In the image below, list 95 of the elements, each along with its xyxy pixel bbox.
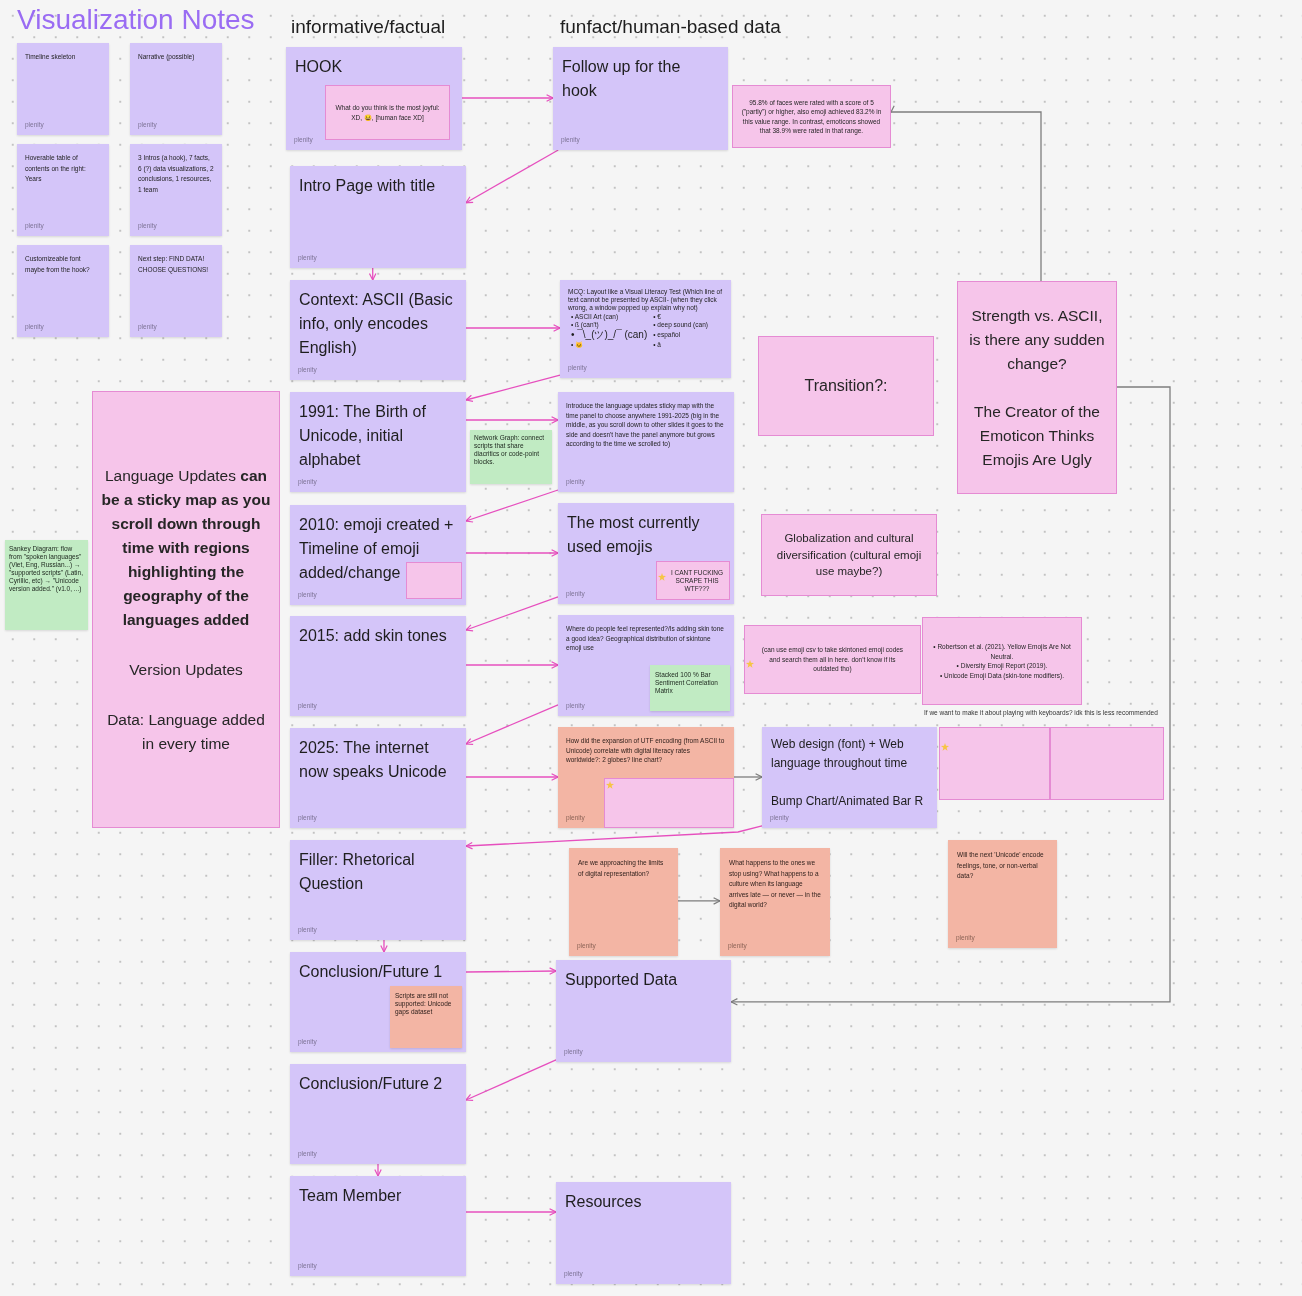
sticky-note [290,616,466,716]
sticky-note [720,848,830,956]
note-title: The Creator of the Emoticon Thinks Emojis Are Ugly [973,401,1101,470]
sticky-note [290,1176,466,1276]
arrow [465,416,559,424]
arrow [465,704,559,746]
arrow [368,267,377,281]
sticky-note [290,505,466,605]
note-title: 2010: emoji created + Timeline of emoji added/change [299,515,455,583]
note-title: Data: Language added in every time [106,709,266,754]
sticky-note [5,540,88,630]
sticky-note [290,728,466,828]
list-item: • ¯\_(ツ)_/¯ (can) [571,329,648,341]
arrow [465,324,561,332]
sticky-note [558,615,734,716]
arrow [465,1208,557,1216]
sticky-note [762,727,937,828]
sticky-note [290,166,466,268]
sticky-note [286,47,462,150]
arrow [465,549,559,557]
title: Visualization Notes [17,3,255,37]
note-title: Globalization and cultural diversification (cultural emoji use maybe?) [775,531,923,580]
column-heading: informative/factual [291,15,446,39]
sticky-note [92,391,280,828]
sticky-note [17,144,109,236]
sticky-note [130,43,222,135]
arrow [730,386,1171,1006]
sticky-note [470,430,552,484]
arrow [465,149,559,204]
sticky-note [290,392,466,492]
note-title: 1991: The Birth of Unicode, initial alphabet [299,402,427,470]
sticky-note [290,840,466,940]
sticky-note [948,840,1057,948]
note-title: Supported Data [565,970,678,990]
arrow [465,773,559,781]
note-title: Filler: Rhetorical Question [299,850,416,894]
sticky-note [569,848,678,956]
arrow [461,94,554,102]
note-title: The most currently used emojis [567,513,701,557]
note-title: Team Member [299,1186,402,1206]
note-title: Context: ASCII (Basic info, only encodes English) [299,290,454,358]
sticky-note [290,280,466,380]
note-title: Bump Chart/Animated Bar R [771,793,924,810]
sticky-note [656,561,730,600]
sticky-note [290,1064,466,1164]
sticky-note [130,144,222,236]
note-title: Follow up for the hook [562,57,682,101]
sticky-note [390,986,462,1048]
note-title: HOOK [295,57,343,77]
note-title: Conclusion/Future 2 [299,1074,443,1094]
arrow [733,773,763,781]
note-title: 2025: The internet now speaks Unicode [299,738,448,782]
sticky-note [556,1182,731,1284]
sticky-note [732,85,891,148]
arrow [465,1059,557,1101]
sticky-note [553,47,728,150]
sticky-note [922,617,1082,705]
note-title: Transition?: [804,376,888,396]
arrow [465,374,561,403]
sticky-note [17,43,109,135]
sticky-note [957,281,1117,494]
sticky-note [558,392,734,492]
sticky-note [130,245,222,337]
arrow [465,967,557,975]
sticky-note [560,280,731,378]
sticky-note [604,778,734,828]
arrow [465,489,559,523]
sticky-note [290,952,466,1052]
sticky-note [1050,727,1164,800]
sticky-note [758,336,934,436]
arrow [677,897,721,905]
note-title: Language Updates can be a sticky map as you scroll down through time with regions highlighting the geography of the languages added [100,465,272,630]
arrow [465,825,763,850]
note-title: Conclusion/Future 1 [299,962,443,982]
note-title: Resources [565,1192,642,1212]
sticky-note [650,665,730,711]
sticky-note [744,625,921,694]
note-title: 2015: add skin tones [299,626,447,646]
arrow [465,596,559,632]
sticky-note [406,562,462,599]
sticky-note [556,960,731,1062]
sticky-note [325,85,450,140]
arrow [374,1163,382,1177]
note-title: Web design (font) + Web language throughout time [771,736,909,772]
sticky-note [939,727,1050,800]
sticky-note [558,503,734,604]
column-heading: funfact/human-based data [560,15,781,39]
note-title: Intro Page with title [299,176,436,196]
sticky-note [17,245,109,337]
sticky-note [761,514,937,596]
arrow [465,661,559,669]
note-title: Version Updates [129,659,243,680]
sticky-note [558,727,734,828]
note-title: Strength vs. ASCII, is there any sudden change? [968,305,1106,374]
arrow [380,939,388,953]
